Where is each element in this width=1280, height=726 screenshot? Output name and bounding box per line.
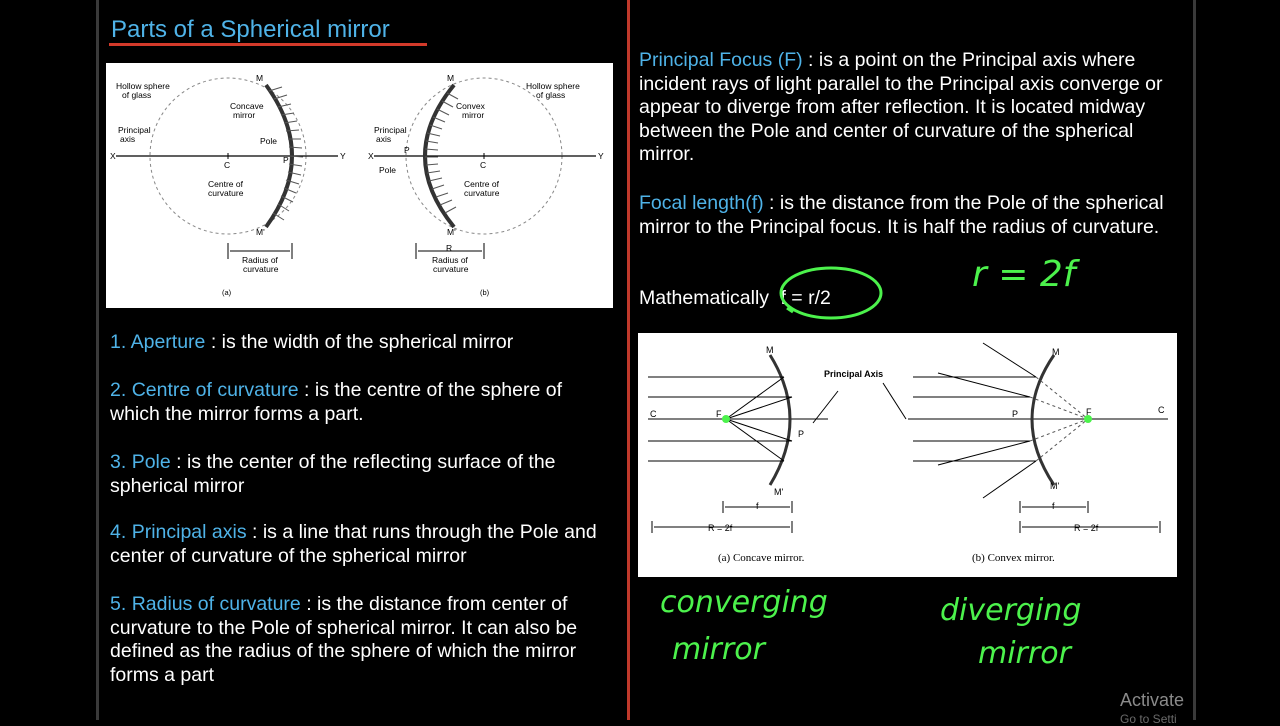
ray-diagram-figure: Principal Axis (a) Concave mirror. (b) C… xyxy=(638,333,1177,577)
definition-pole-term: Pole xyxy=(131,451,171,473)
label-m-concave: M xyxy=(766,345,774,355)
label-hollow-right: Hollow sphere xyxy=(526,81,580,91)
label-concave-mirror-2: mirror xyxy=(233,110,255,120)
label-p-convex: P xyxy=(1012,409,1018,419)
label-radius-right-2: curvature xyxy=(433,264,469,274)
label-hollow-right-2: of glass xyxy=(536,90,565,100)
handwritten-diverging-mirror: mirror xyxy=(978,636,1071,671)
ray-diagram: Principal Axis (a) Concave mirror. (b) C… xyxy=(648,342,1168,564)
definition-principal-focus: Principal Focus (F) : is a point on the … xyxy=(639,49,1189,167)
label-c-left: C xyxy=(224,160,230,170)
definition-radius-term: Radius of curvature xyxy=(131,593,301,615)
label-p-concave: P xyxy=(798,429,804,439)
label-f-concave: f xyxy=(756,501,759,511)
definition-centre-text: : is the centre of the sphere of which t… xyxy=(110,379,563,425)
label-panel-a: (a) xyxy=(222,288,232,297)
definition-aperture-number: 1. xyxy=(110,331,131,353)
definition-principal-axis: 4. Principal axis : is a line that runs … xyxy=(110,521,615,568)
label-r-right: R xyxy=(446,243,452,253)
handwritten-converging-mirror: mirror xyxy=(672,632,765,667)
label-hollow-left: Hollow sphere xyxy=(116,81,170,91)
label-y-left: Y xyxy=(340,151,346,161)
label-centre-right-2: curvature xyxy=(464,188,500,198)
label-m-right: M xyxy=(447,73,454,83)
label-f-point-convex: F xyxy=(1086,407,1092,417)
label-centre-left-2: curvature xyxy=(208,188,244,198)
label-m-left: M xyxy=(256,73,263,83)
mirror-parts-diagram: Hollow sphere of glass Concave mirror Pr… xyxy=(110,73,604,297)
definition-focus-term: Principal Focus (F) xyxy=(639,49,803,71)
label-y-right: Y xyxy=(598,151,604,161)
caption-concave: (a) Concave mirror. xyxy=(718,552,805,564)
definition-axis-term: Principal axis xyxy=(131,521,247,543)
label-principal-right: Principal xyxy=(374,125,407,135)
label-m-convex: M xyxy=(1052,347,1060,357)
label-concave-mirror: Concave xyxy=(230,101,264,111)
label-r2f-concave: R = 2f xyxy=(708,523,733,533)
activate-watermark: Activate xyxy=(1120,690,1185,710)
label-centre-left: Centre of xyxy=(208,179,244,189)
label-c-convex: C xyxy=(1158,405,1165,415)
label-p-right: P xyxy=(404,145,410,155)
definition-aperture-term: Aperture xyxy=(130,331,206,353)
mirror-parts-figure: Hollow sphere of glass Concave mirror Pr… xyxy=(106,63,613,308)
label-mprime-concave: M' xyxy=(774,487,783,497)
label-convex-mirror-2: mirror xyxy=(462,110,484,120)
label-principal-left: Principal xyxy=(118,125,151,135)
label-c-right: C xyxy=(480,160,486,170)
label-mprime-right: M' xyxy=(447,227,456,237)
formula-line: Mathematically f = r/2 xyxy=(639,287,939,311)
definition-pole-number: 3. xyxy=(110,451,132,473)
definition-centre-number: 2. xyxy=(110,379,132,401)
label-f-convex: f xyxy=(1052,501,1055,511)
label-radius-right: Radius of xyxy=(432,255,469,265)
definition-aperture-text: : is the width of the spherical mirror xyxy=(205,331,514,353)
label-principal-right-2: axis xyxy=(376,134,391,144)
label-p-left: P xyxy=(283,155,289,165)
label-x-left: X xyxy=(110,151,116,161)
handwritten-converging: converging xyxy=(660,585,828,620)
activate-watermark-line2: Go to Setti xyxy=(1120,712,1177,726)
formula-expression: f = r/2 xyxy=(780,287,831,309)
label-r2f-convex: R = 2f xyxy=(1074,523,1099,533)
label-convex-mirror: Convex xyxy=(456,101,486,111)
label-pole-right: Pole xyxy=(379,165,396,175)
definition-focal-length-text: : is the distance from the Pole of the s… xyxy=(639,192,1164,238)
label-x-right: X xyxy=(368,151,374,161)
formula-circle-annotation xyxy=(779,266,883,320)
definition-pole: 3. Pole : is the center of the reflectin… xyxy=(110,451,610,498)
label-mprime-left: M' xyxy=(256,227,265,237)
definition-focus-text: : is a point on the Principal axis where… xyxy=(639,49,1163,165)
definition-radius-number: 5. xyxy=(110,593,132,615)
label-centre-right: Centre of xyxy=(464,179,500,189)
label-hollow-left-2: of glass xyxy=(122,90,151,100)
definition-radius-text: : is the distance from center of curvatu… xyxy=(110,593,578,686)
label-pole-left: Pole xyxy=(260,136,277,146)
label-principal-left-2: axis xyxy=(120,134,135,144)
definition-aperture: 1. Aperture : is the width of the spheri… xyxy=(110,331,615,355)
definition-radius-of-curvature: 5. Radius of curvature : is the distance… xyxy=(110,593,620,687)
handwritten-equation: r = 2f xyxy=(972,254,1076,295)
label-c-concave: C xyxy=(650,409,657,419)
slide-title: Parts of a Spherical mirror xyxy=(111,16,390,43)
definition-axis-number: 4. xyxy=(110,521,132,543)
formula-prefix: Mathematically xyxy=(639,287,770,309)
label-mprime-convex: M' xyxy=(1050,481,1059,491)
label-f-point-concave: F xyxy=(716,409,722,419)
definition-centre-term: Centre of curvature xyxy=(131,379,299,401)
caption-convex: (b) Convex mirror. xyxy=(972,552,1055,564)
definition-focal-length-term: Focal length(f) xyxy=(639,192,764,214)
label-radius-left-2: curvature xyxy=(243,264,279,274)
definition-pole-text: : is the center of the reflecting surfac… xyxy=(110,451,556,497)
title-underline xyxy=(109,43,427,46)
definition-centre-of-curvature: 2. Centre of curvature : is the centre o… xyxy=(110,379,615,426)
label-radius-left: Radius of xyxy=(242,255,279,265)
label-panel-b: (b) xyxy=(480,288,490,297)
column-divider xyxy=(627,0,630,720)
definition-focal-length: Focal length(f) : is the distance from t… xyxy=(639,192,1189,239)
definition-axis-text: : is a line that runs through the Pole a… xyxy=(110,521,597,567)
label-principal-axis: Principal Axis xyxy=(824,369,883,379)
handwritten-diverging: diverging xyxy=(940,593,1082,628)
